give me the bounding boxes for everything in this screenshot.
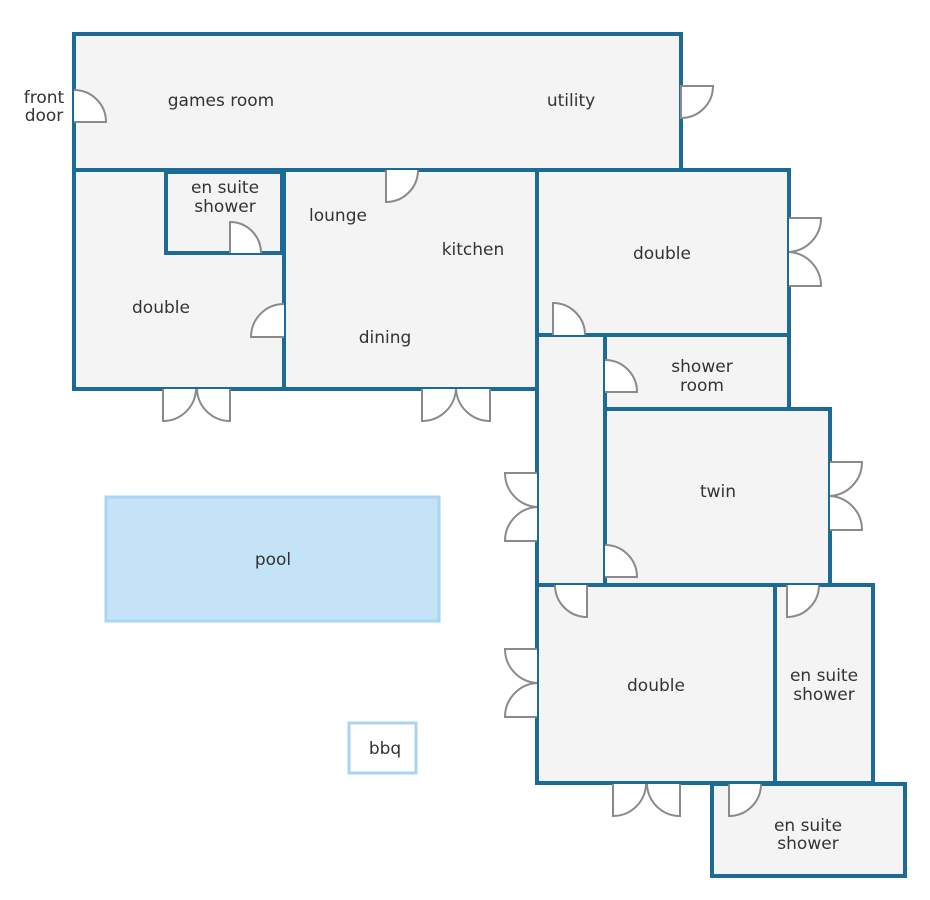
label-utility: utility bbox=[547, 91, 595, 111]
dining-french-door-b bbox=[455, 388, 491, 423]
double-bottom-south-door-a bbox=[612, 783, 647, 818]
double-left-french-door-b bbox=[196, 388, 231, 423]
label-ensuite-right-line2: shower bbox=[793, 685, 854, 705]
dining-french-door-a bbox=[421, 388, 457, 423]
room-lounge-kitchen-dining bbox=[282, 168, 539, 391]
double-bottom-door-swing bbox=[554, 584, 588, 619]
hallway-door-a bbox=[503, 472, 538, 508]
lounge-door-swing bbox=[385, 169, 419, 204]
label-double-left: double bbox=[132, 298, 190, 318]
doors bbox=[73, 85, 864, 818]
double-right-door-swing bbox=[552, 301, 586, 336]
label-dining: dining bbox=[359, 328, 412, 348]
label-front-door-line2: door bbox=[25, 106, 64, 126]
room-ensuite-top bbox=[164, 170, 284, 255]
bbq-area bbox=[347, 721, 418, 775]
label-shower-room-line2: room bbox=[680, 376, 724, 396]
double-bottom-west-door-a bbox=[503, 648, 538, 684]
label-front-door-line1: front bbox=[24, 88, 65, 108]
label-lounge: lounge bbox=[309, 206, 367, 226]
ensuite-top-door-swing bbox=[229, 220, 262, 254]
shower-room-door-swing bbox=[604, 359, 639, 393]
double-right-window-door-a bbox=[788, 217, 823, 253]
room-games-room bbox=[72, 32, 683, 172]
label-ensuite-right-line1: en suite bbox=[790, 666, 858, 686]
double-right-window-door-b bbox=[788, 251, 823, 287]
twin-window-door-a bbox=[829, 461, 864, 497]
label-bbq: bbq bbox=[369, 739, 401, 759]
label-shower-room-line1: shower bbox=[671, 357, 732, 377]
label-games-room: games room bbox=[168, 91, 274, 111]
double-left-door-swing bbox=[249, 303, 285, 338]
double-bottom-south-door-b bbox=[646, 783, 681, 818]
label-twin: twin bbox=[700, 482, 736, 502]
ensuite-bottom-door-swing bbox=[728, 783, 762, 818]
room-twin bbox=[603, 407, 832, 587]
label-ensuite-bottom-line1: en suite bbox=[774, 816, 842, 836]
utility-door-swing bbox=[680, 85, 715, 120]
double-bottom-west-door-b bbox=[503, 682, 538, 718]
hallway-door-b bbox=[503, 506, 538, 542]
double-left-french-door-a bbox=[162, 388, 197, 423]
labels: front door games room utility en suite s… bbox=[24, 88, 858, 854]
label-ensuite-bottom-line2: shower bbox=[777, 834, 838, 854]
label-kitchen: kitchen bbox=[442, 240, 505, 260]
twin-window-door-b bbox=[829, 495, 864, 531]
front-door-swing bbox=[73, 89, 108, 123]
label-pool: pool bbox=[255, 550, 291, 570]
label-ensuite-top-line1: en suite bbox=[191, 178, 259, 198]
pool-area bbox=[104, 495, 441, 623]
label-ensuite-top-line2: shower bbox=[194, 197, 255, 217]
twin-door-swing bbox=[604, 544, 639, 578]
room-hallway bbox=[535, 333, 607, 587]
ensuite-right-door-swing bbox=[786, 584, 820, 619]
label-double-bottom: double bbox=[627, 676, 685, 696]
room-double-bottom bbox=[535, 583, 777, 785]
rooms bbox=[72, 32, 907, 878]
room-ensuite-right bbox=[773, 583, 875, 785]
label-double-right: double bbox=[633, 244, 691, 264]
